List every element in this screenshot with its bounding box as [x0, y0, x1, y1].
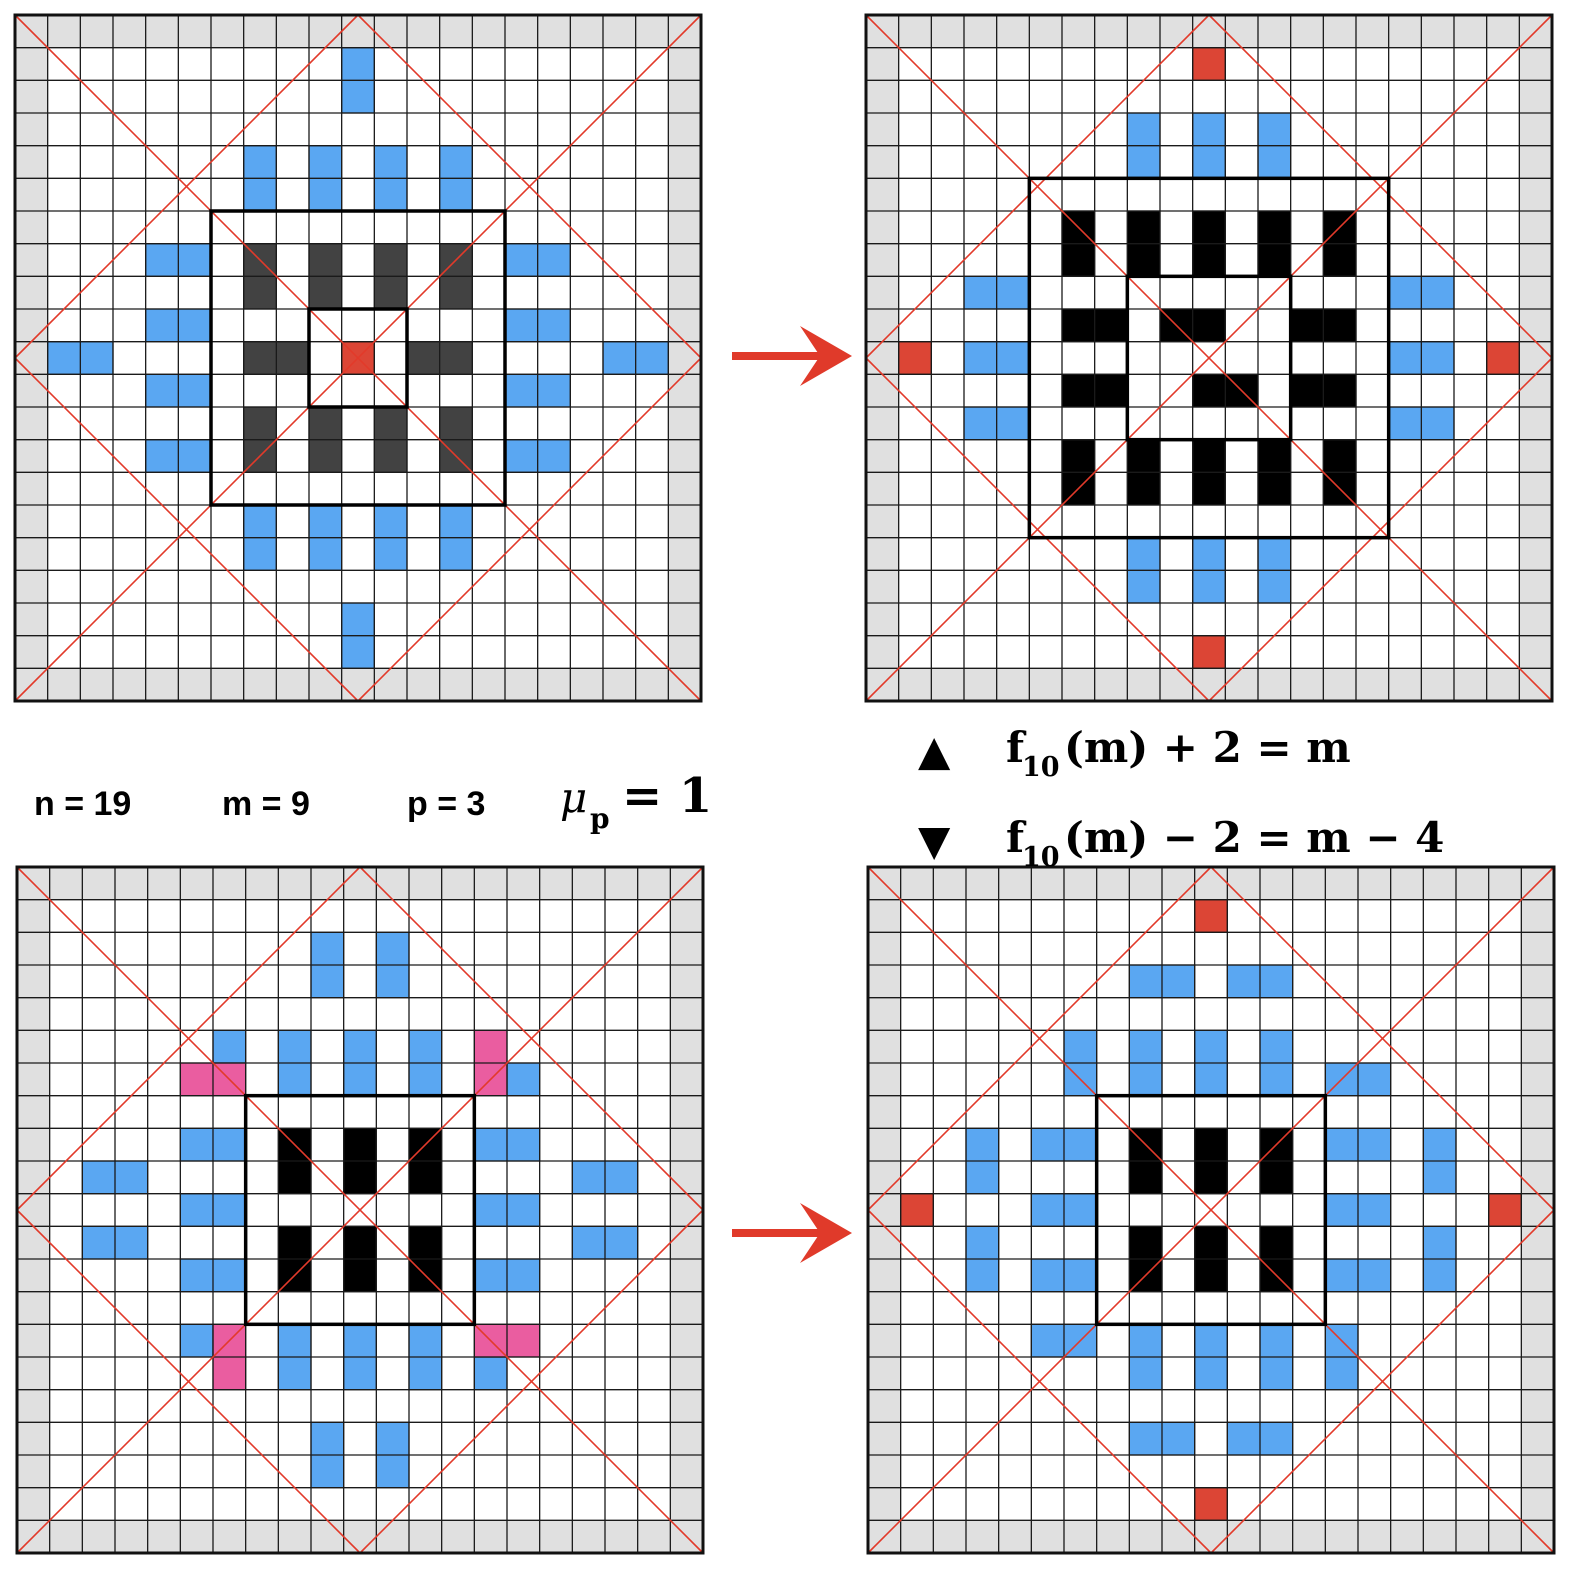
cell-red — [1194, 899, 1228, 933]
cell-blue — [179, 1323, 214, 1358]
border-right — [1521, 867, 1554, 1553]
cell-red — [1192, 635, 1226, 669]
param-n: n = 19 — [34, 785, 131, 823]
formula-up-f: f — [1006, 723, 1027, 772]
arrow-bottom-head — [800, 1203, 852, 1263]
formula-down-f: f — [1006, 813, 1027, 862]
diagonal-line — [14, 14, 702, 702]
border-left — [868, 867, 901, 1553]
parameters: n = 19 m = 9 p = 3 μ p = 1 — [34, 768, 712, 835]
formula-down: ▼ f 10 (m) − 2 = m − 4 — [918, 813, 1444, 873]
param-m: m = 9 — [222, 785, 310, 823]
border-top — [17, 867, 703, 900]
border-bottom — [15, 668, 701, 701]
cell-blue — [473, 1356, 508, 1391]
formula-up: ▲ f 10 (m) + 2 = m — [918, 723, 1351, 783]
diagonal-line — [865, 14, 1553, 702]
formula-up-subscript: 10 — [1022, 752, 1060, 783]
border-left — [17, 867, 50, 1553]
cell-red — [1488, 1193, 1522, 1227]
border-right — [670, 867, 703, 1553]
diagonal-line — [14, 357, 359, 702]
diagonal-line — [357, 14, 702, 359]
core-box — [243, 1093, 477, 1327]
panel-top-right — [864, 13, 1554, 703]
diagonal-line — [865, 357, 1210, 702]
up-triangle-icon: ▲ — [918, 726, 951, 775]
down-triangle-icon: ▼ — [918, 816, 951, 865]
formula-up-expression: (m) + 2 = m — [1064, 723, 1351, 772]
border-bottom — [866, 668, 1552, 701]
diagonal-line — [359, 866, 704, 1211]
arrow-top — [732, 326, 852, 386]
core-box — [1094, 1093, 1328, 1327]
panel-top-left — [13, 13, 703, 703]
diagonal-line — [1210, 1209, 1555, 1554]
formula-down-expression: (m) − 2 = m − 4 — [1064, 813, 1444, 862]
diagonal-line — [1210, 866, 1555, 1211]
core-box — [307, 307, 409, 409]
panel-bottom-right — [866, 865, 1556, 1555]
arrow-bottom — [732, 1203, 852, 1263]
border-right — [1519, 15, 1552, 701]
diagonal-line — [1208, 357, 1553, 702]
border-bottom — [17, 1520, 703, 1553]
formula-down-subscript: 10 — [1022, 842, 1060, 873]
border-top — [15, 15, 701, 48]
param-mu-value: = 1 — [622, 768, 712, 824]
core-box — [1125, 274, 1293, 442]
core-box — [209, 209, 507, 507]
cell-red — [1192, 47, 1226, 81]
border-top — [866, 15, 1552, 48]
border-right — [668, 15, 701, 701]
param-mu-symbol: μ — [560, 773, 587, 822]
border-left — [866, 15, 899, 701]
param-p: p = 3 — [407, 785, 485, 823]
diagonal-line — [867, 866, 1212, 1211]
diagonal-line — [14, 14, 359, 359]
core-box — [1027, 176, 1391, 540]
diagonal-line — [867, 866, 1555, 1554]
diagonal-line — [1208, 14, 1553, 359]
diagonal-line — [359, 1209, 704, 1554]
cell-red — [900, 1193, 934, 1227]
panel-frame — [13, 13, 703, 703]
cell-red — [1486, 341, 1520, 375]
diagonal-line — [16, 866, 361, 1211]
diagonal-line — [16, 866, 704, 1554]
diagonal-line — [357, 357, 702, 702]
panel-frame — [864, 13, 1554, 703]
border-bottom — [868, 1520, 1554, 1553]
border-top — [868, 867, 1554, 900]
diagonal-line — [867, 1209, 1212, 1554]
panel-bottom-left — [15, 865, 705, 1555]
diagonal-line — [16, 1209, 361, 1554]
cell-red — [1194, 1487, 1228, 1521]
panel-frame — [15, 865, 705, 1555]
diagonal-line — [865, 14, 1210, 359]
cell-red — [898, 341, 932, 375]
arrow-top-head — [800, 326, 852, 386]
panel-frame — [866, 865, 1556, 1555]
border-left — [15, 15, 48, 701]
param-mu-subscript: p — [590, 802, 610, 835]
cell-blue — [506, 1062, 541, 1097]
cell-blue — [212, 1029, 247, 1064]
